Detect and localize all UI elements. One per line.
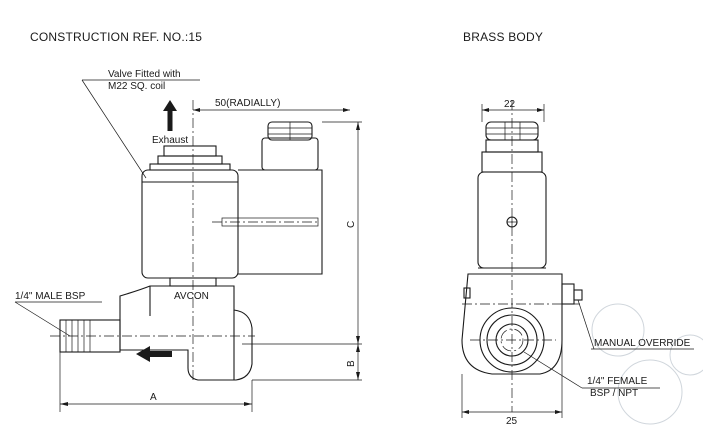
female-port-line1: 1/4" FEMALE	[587, 376, 648, 387]
watermark	[591, 303, 703, 425]
exhaust-arrow-shaft	[167, 110, 173, 131]
construction-ref-title: CONSTRUCTION REF. NO.:15	[30, 30, 202, 44]
male-bsp-label: 1/4" MALE BSP	[15, 291, 86, 302]
manual-override-label: MANUAL OVERRIDE	[594, 338, 691, 349]
exhaust-arrow-icon	[163, 100, 177, 111]
side-view: 22 MANUAL OVERRIDE 1/4" FEMAL	[461, 99, 694, 427]
coil-body	[141, 169, 239, 279]
female-port-line2: BSP / NPT	[590, 388, 638, 399]
coil-note-line1: Valve Fitted with	[108, 69, 181, 80]
dim-25-label: 25	[506, 416, 518, 427]
stem-cap	[163, 145, 217, 157]
radial-dim-label: 50(RADIALLY)	[215, 98, 280, 109]
valve-body	[119, 285, 253, 381]
manual-override-leader	[577, 299, 595, 350]
dim-a-label: A	[150, 392, 157, 403]
female-port-leader	[523, 351, 583, 389]
dim-22-label: 22	[504, 99, 516, 110]
manual-override-button	[561, 283, 575, 305]
exhaust-label: Exhaust	[152, 135, 188, 146]
front-view: Valve Fitted with M22 SQ. coil Exhaust 5…	[14, 69, 362, 412]
coil-note-leader	[81, 79, 147, 179]
male-bsp-leader	[14, 301, 71, 337]
brand-label: AVCON	[174, 291, 209, 302]
coil-note-line2: M22 SQ. coil	[108, 81, 165, 92]
flow-arrow-icon	[136, 346, 150, 362]
dim-b-label: B	[346, 360, 357, 367]
body-material-title: BRASS BODY	[463, 30, 543, 44]
dim-c-label: C	[346, 221, 357, 228]
